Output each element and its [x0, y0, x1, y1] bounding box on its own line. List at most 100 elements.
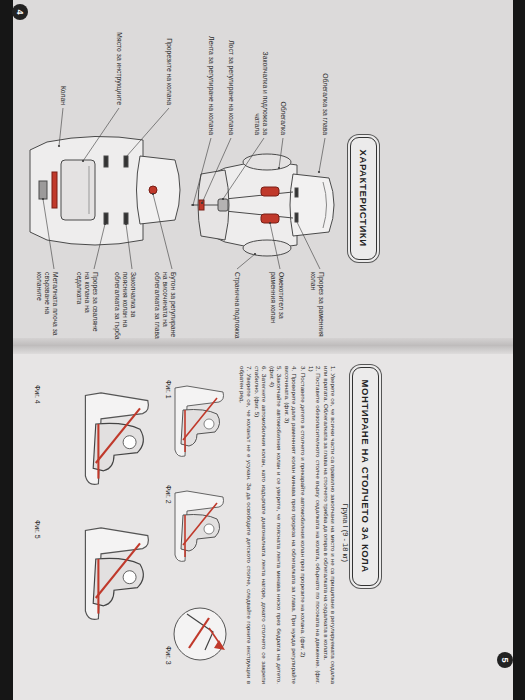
seat-front-view [225, 192, 293, 218]
group-subtitle: Група I (9 - 18 кг) [340, 430, 349, 562]
seat-back-view [39, 181, 47, 199]
seat-front-view [290, 174, 334, 236]
heading-text: МОНТИРАНЕ НА СТОЛЧЕТО ЗА КОЛА [360, 380, 371, 573]
part-label: Закопчалка и подложка за чатала [253, 40, 269, 135]
part-label: Облегалка [279, 55, 287, 135]
part-label: Омекотител за раменния колан [269, 272, 285, 340]
page-number: 5 [497, 652, 513, 668]
detail-circle [189, 618, 209, 648]
heading-text: ХАРАКТЕРИСТИКИ [358, 150, 369, 247]
seat-front-view [295, 213, 298, 222]
figure-caption: Фиг. 1 [164, 380, 172, 420]
seat-back-view [124, 213, 128, 224]
leader-line [202, 138, 231, 203]
detail-circle [187, 614, 213, 650]
part-label: Лента за регулиране на колана [207, 20, 215, 135]
leader-dot [58, 145, 60, 147]
booklet-art [175, 386, 224, 456]
leader-line [223, 138, 264, 199]
seat-back-view [124, 156, 128, 167]
leader-line [43, 199, 54, 269]
leader-dot [318, 171, 320, 173]
leader-line [193, 138, 211, 205]
leader-dot [42, 198, 44, 200]
leader-dot [192, 204, 194, 206]
leader-dot [201, 202, 203, 204]
leader-line [296, 220, 320, 269]
seat-back-view [104, 213, 108, 224]
leader-line [126, 108, 169, 157]
seat-front-view [199, 200, 204, 210]
leader-dot [82, 160, 84, 162]
leader-line [126, 224, 132, 269]
leader-dot [295, 219, 297, 221]
leader-line [319, 138, 325, 172]
page-number: 4 [12, 4, 28, 20]
part-label: Металната плоча за свързване на коланите [36, 272, 59, 340]
section-heading: МОНТИРАНЕ НА СТОЛЧЕТО ЗА КОЛА [352, 367, 379, 586]
seat-front-view [198, 170, 229, 240]
seat-front-view [323, 182, 327, 228]
instruction-step: 5. Закопчайте автомобилния колан и се ув… [269, 366, 283, 684]
seat-front-view [243, 154, 291, 170]
left-page [13, 0, 513, 346]
booklet-art [175, 491, 224, 561]
seat-front-view [218, 199, 228, 211]
part-label: Странична подложка [233, 272, 241, 340]
part-label: Колан [59, 60, 67, 105]
instruction-step: 6. Затегнете автомобилния колан, като из… [254, 366, 268, 684]
figure-caption: Фиг. 2 [164, 485, 172, 525]
seat-front-view [203, 205, 218, 206]
leader-dot [152, 193, 154, 195]
instruction-step: 3. Поставете детето в столчето и прекара… [299, 366, 306, 684]
seat-back-view [30, 136, 143, 245]
leader-line [270, 223, 280, 269]
leader-dot [254, 253, 256, 255]
seat-back-view [61, 160, 95, 220]
leader-line [237, 254, 255, 269]
part-label: Прорез за сваляне на колана на седалката [76, 272, 99, 340]
instruction-step: 2. Поставете обезопасителното столче вър… [307, 366, 321, 684]
instruction-step: 4. Проверете дали раменният колан минава… [284, 366, 298, 684]
part-label: Прорезите на колана [165, 10, 173, 105]
seat-back-view [30, 136, 180, 245]
right-page [13, 346, 513, 700]
figure-caption: Фиг. 5 [33, 520, 41, 560]
seat-front-view [295, 188, 298, 197]
leader-dot [104, 223, 106, 225]
seat-front-view [243, 240, 291, 256]
part-label: Бутон за регулиране на височината на обл… [154, 272, 177, 340]
detail-circle [214, 640, 225, 650]
seat-back-view [149, 186, 157, 194]
booklet-art [85, 393, 148, 485]
leader-line [59, 108, 63, 146]
figure-caption: Фиг. 3 [164, 646, 172, 686]
spine-shadow [13, 338, 513, 354]
detail-circle [174, 608, 226, 660]
instruction-step: 7. Уверете се, че коланът не е усукан. З… [238, 366, 252, 684]
leader-dot [222, 198, 224, 200]
part-label: Закопчалка за поясния колан на облегалка… [114, 272, 137, 340]
leader-line [94, 224, 105, 269]
part-label: Лост за регулиране на колана [227, 20, 235, 135]
seat-back-view [89, 166, 90, 214]
leader-line [153, 194, 172, 269]
seat-back-view [104, 156, 108, 167]
booklet-art [85, 528, 148, 620]
figure-caption: Фиг. 4 [33, 385, 41, 425]
seat-back-view [52, 172, 57, 208]
leader-dot [278, 167, 280, 169]
seat-front-view [191, 154, 334, 256]
seat-front-view [261, 214, 279, 223]
leader-dot [125, 223, 127, 225]
detail-circle [209, 628, 222, 647]
leader-line [279, 138, 283, 168]
detail-circle [174, 608, 226, 660]
instruction-step: 1. Уверете се, че всички части са правил… [323, 366, 337, 684]
seat-front-view [261, 187, 279, 196]
part-label: Облегалка за глава [321, 25, 329, 135]
leader-line [83, 108, 119, 161]
part-label: Прорез за раменния колан [309, 272, 325, 340]
